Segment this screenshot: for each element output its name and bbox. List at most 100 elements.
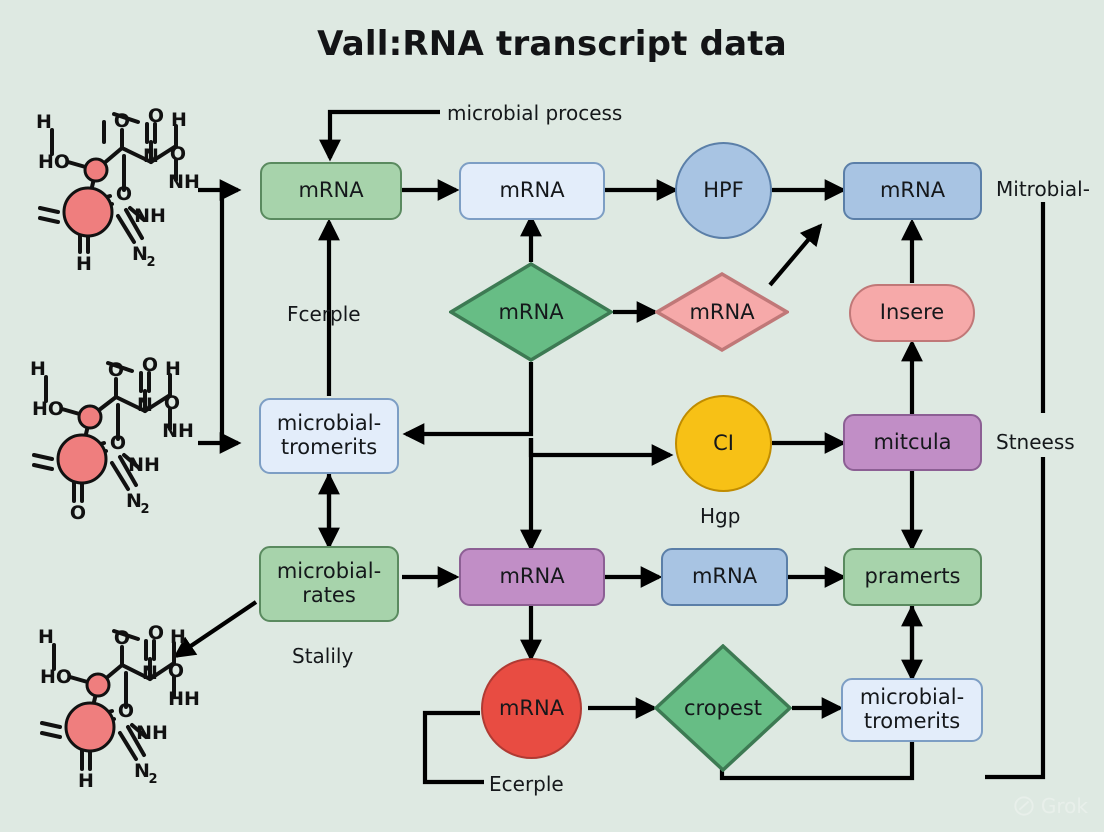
edge-diamond-pink-to-mrna-blue [768,223,823,287]
chem3-atom-H: H [38,626,54,648]
node-mrna-diamond-green[interactable]: mRNA [449,262,613,362]
node-label: mRNA [298,178,364,203]
node-tromerits-mid[interactable]: microbial- tromerits [259,398,399,474]
chem3-atom-O-mid: O [168,660,184,682]
node-mitcula[interactable]: mitcula [843,414,982,471]
edge-rates-to-chem3 [173,600,258,658]
chem-structure-1: H HO O O N H O NH O NH N 2 H [18,100,223,280]
node-label: mRNA [498,695,565,720]
node-rates[interactable]: microbial- rates [259,546,399,622]
node-mrna-diamond-pink[interactable]: mRNA [655,272,789,352]
chem2-atom-O-right: O [142,355,158,376]
node-label: CI [713,430,734,455]
chem3-atom-HH: HH [168,688,200,710]
node-label: mRNA [879,178,946,203]
chem1-atom-O-top: O [114,110,130,132]
chem2-atom-N: N [137,394,153,416]
node-label: mRNA [499,178,565,203]
edge-label-hgp: Hgp [700,504,741,528]
chem2-atom-HO: HO [32,398,64,420]
chem2-atom-NH: NH [162,420,194,442]
node-label: mitcula [873,429,952,454]
chem3-atom-N: N [142,662,158,684]
node-cropest[interactable]: cropest [654,644,792,772]
node-label-line2: tromerits [863,709,961,733]
chem1-atom-N: N [143,145,159,167]
chem2-atom-NH2: NH [128,454,160,476]
node-ci[interactable]: CI [675,395,772,492]
node-label-line1: microbial- [859,685,965,710]
edge-label-microbial-process: microbial process [447,101,623,125]
chem1-atom-H2: H [171,109,187,131]
node-mrna-red[interactable]: mRNA [481,658,582,759]
edge-process-to-mrna-green [319,109,440,162]
node-label-line1: microbial- [276,559,382,584]
node-label-line1: microbial- [276,411,382,436]
chem3-atom-H2: H [170,626,186,648]
node-mrna-blue-top[interactable]: mRNA [843,162,982,220]
node-label: HPF [703,177,744,202]
node-label-line2: rates [302,583,356,607]
chem3-atom-N2: N [134,760,150,782]
node-mrna-blue-bottom[interactable]: mRNA [661,548,788,606]
chem1-atom-O-low: O [116,183,132,205]
node-label: pramerts [864,564,961,589]
edge-right-lower [985,457,1046,780]
chem2-atom-O-top: O [108,359,124,381]
node-label: cropest [684,696,762,720]
edge-branch-to-ci [528,438,674,466]
node-label: Insere [879,300,945,325]
grok-watermark: Grok [1013,794,1088,818]
node-label: mRNA [499,564,565,589]
chem2-atom-O-mid: O [164,392,180,414]
edge-diamond-green-to-tromerits [402,362,534,445]
node-label: mRNA [689,300,755,324]
chem3-atom-O-top: O [114,627,130,649]
grok-logo-icon [1014,796,1034,816]
chem1-atom-Hbot: H [76,253,92,275]
node-insere[interactable]: Insere [849,284,975,342]
chem1-atom-O-mid: O [170,143,186,165]
node-label: mRNA [691,564,758,589]
edge-ecerple-bracket [422,710,484,785]
chem1-atom-HO: HO [38,151,70,173]
chem2-atom-H: H [30,358,46,380]
chem2-atom-Obot: O [70,502,86,524]
chem3-sub-2: 2 [148,772,157,787]
chem2-sub-2: 2 [140,502,149,517]
node-mrna-lightblue-top[interactable]: mRNA [459,162,605,220]
chem3-atom-HO: HO [40,666,72,688]
edge-label-fcerple: Fcerple [287,302,361,326]
node-label: mRNA [498,300,564,324]
chem1-atom-O-right: O [148,105,164,127]
chem3-atom-NH: NH [136,722,168,744]
diamond-shape [654,644,792,772]
edge-label-stalily: Stalily [292,644,354,668]
chem3-atom-O-right: O [148,622,164,644]
edge-label-stneess: Stneess [996,430,1075,454]
node-hpf[interactable]: HPF [675,142,772,239]
edge-label-ecerple: Ecerple [489,772,564,796]
node-label-line2: tromerits [280,435,378,459]
chem3-atom-Hbot: H [78,770,94,792]
diamond-shape [449,262,613,362]
edge-label-mitrobial: Mitrobial- [996,177,1090,201]
page-title: Vall:RNA transcript data [317,24,787,64]
node-pramerts[interactable]: pramerts [843,548,982,606]
chem-structure-3: H HO O O N H O HH O NH N 2 H [18,615,223,805]
chem2-atom-H2: H [165,358,181,380]
chem-structure-2: H HO O O N H O NH O NH N 2 O [18,354,223,535]
chem3-atom-O-low: O [118,700,134,722]
chem1-sub-2: 2 [146,255,155,270]
chem2-atom-O-low: O [110,432,126,454]
chem1-atom-NH2: NH [134,205,166,227]
node-mrna-green-top[interactable]: mRNA [260,162,402,220]
grok-watermark-text: Grok [1040,794,1088,818]
node-mrna-purple[interactable]: mRNA [459,548,605,606]
chem1-atom-N2: N [132,243,148,265]
chem1-atom-NH: NH [168,171,200,193]
chem2-atom-N2: N [126,490,142,512]
node-tromerits-bottom[interactable]: microbial- tromerits [841,678,983,742]
